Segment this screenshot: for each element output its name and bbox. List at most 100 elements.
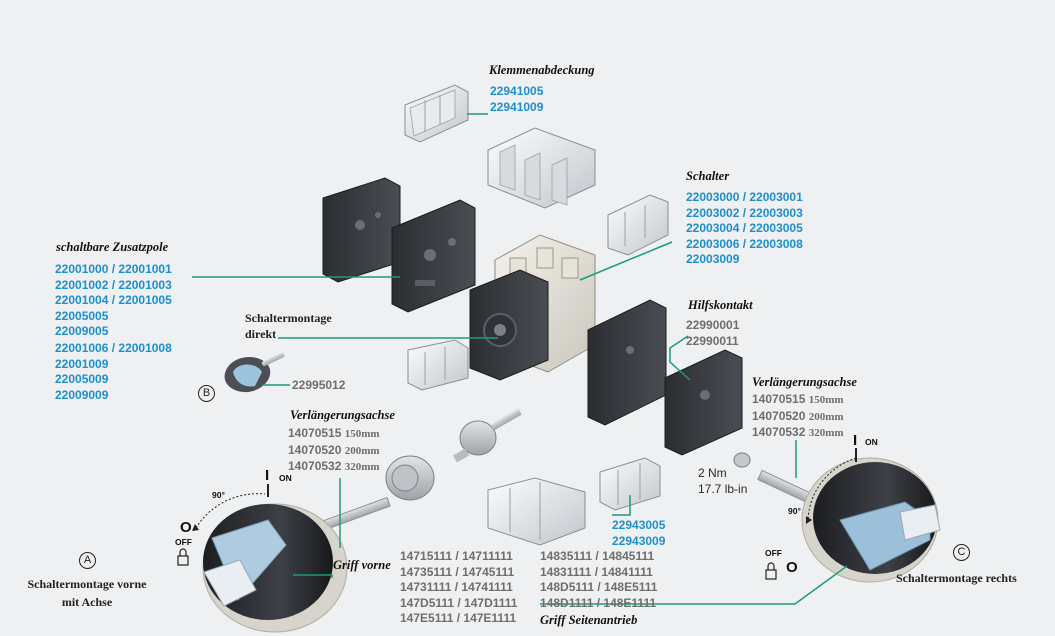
code-item: 22943009 bbox=[612, 533, 666, 548]
label-auxiliary-contact: Hilfskontakt bbox=[688, 298, 753, 312]
on-label-side: ON bbox=[865, 437, 878, 447]
switch-codes: 22003000 / 22003001 22003002 / 22003003 … bbox=[686, 190, 803, 268]
leader-line-side-handle bbox=[540, 565, 848, 605]
code-item: 147D5111 / 147D1111 bbox=[400, 595, 518, 610]
code-item: 14070515 150mm bbox=[752, 392, 844, 406]
label-front-handle: Griff vorne bbox=[333, 558, 391, 572]
off-label-side: OFF bbox=[765, 548, 782, 558]
on-symbol-side: I bbox=[853, 432, 858, 449]
code-item: 148D1111 / 148E1111 bbox=[540, 595, 657, 610]
angle-side: 90° bbox=[788, 506, 801, 516]
code-item: 22009005 bbox=[55, 324, 109, 338]
code-item: 14070520 200mm bbox=[288, 442, 380, 457]
code-item: 22001006 / 22001008 bbox=[55, 341, 172, 355]
auxiliary-poles-codes: 22001000 / 22001001 22001002 / 22001003 … bbox=[55, 262, 172, 340]
code-item: 22943005 bbox=[612, 518, 666, 532]
terminal-cover-codes: 22941005 22941009 bbox=[490, 84, 543, 115]
rotation-indicator-side bbox=[806, 448, 857, 524]
switchable-auxiliary-pole-front bbox=[391, 199, 476, 313]
code-item: 14735111 / 14745111 bbox=[400, 564, 515, 579]
code-item: 14835111 / 14845111 bbox=[540, 549, 655, 563]
direct-mount-line-2: direkt bbox=[245, 326, 277, 341]
auxiliary-contact-module-2 bbox=[664, 349, 743, 456]
label-extension-shaft-left: Verlängerungsachse bbox=[290, 408, 395, 422]
terminal-cover-top-part bbox=[404, 84, 469, 143]
code-item: 22005005 bbox=[55, 308, 109, 323]
label-switch: Schalter bbox=[686, 169, 730, 183]
off-symbol-front: O bbox=[180, 519, 192, 536]
code-item: 22941005 bbox=[490, 84, 544, 98]
label-side-handle: Griff Seitenantrieb bbox=[540, 613, 638, 627]
extension-right-items: 14070515 150mm 14070520 200mm 14070532 3… bbox=[752, 392, 844, 442]
switchable-auxiliary-pole-rear bbox=[322, 177, 401, 283]
side-rotary-handle bbox=[801, 457, 941, 583]
label-side-mount: Schaltermontage rechts bbox=[896, 571, 1017, 585]
side-handle-codes: 14835111 / 14845111 14831111 / 14841111 … bbox=[540, 549, 657, 611]
code-item: 14715111 / 14711111 bbox=[400, 549, 513, 563]
front-mount-line-2: mit Achse bbox=[61, 595, 113, 609]
code-item: 22003009 bbox=[686, 252, 740, 266]
code-item: 22003002 / 22003003 bbox=[686, 205, 803, 220]
marker-c: C bbox=[953, 544, 970, 561]
torque-spec: 2 Nm 17.7 lb-in bbox=[698, 466, 747, 497]
code-item: 22001002 / 22001003 bbox=[55, 277, 172, 292]
direct-mount-code: 22995012 bbox=[292, 378, 346, 392]
shaft-coupling bbox=[453, 408, 522, 463]
on-label-front: ON bbox=[279, 473, 292, 483]
code-item: 14070532 320mm bbox=[288, 459, 380, 473]
angle-front: 90° bbox=[212, 490, 225, 500]
torque-lb-in: 17.7 lb-in bbox=[698, 481, 748, 496]
code-item: 22001004 / 22001005 bbox=[55, 293, 172, 307]
code-item: 22941009 bbox=[490, 99, 544, 114]
code-item: 14070515 150mm bbox=[288, 426, 380, 440]
code-item: 147E5111 / 147E1111 bbox=[400, 611, 517, 625]
terminal-cover-bottom-left bbox=[407, 339, 469, 391]
torque-nm: 2 Nm bbox=[698, 466, 727, 480]
direct-mount-line-1: Schaltermontage bbox=[245, 311, 332, 325]
code-item: 22990001 bbox=[686, 318, 740, 332]
off-label-front: OFF bbox=[175, 537, 192, 547]
label-front-mount: Schaltermontage vorne mit Achse bbox=[22, 575, 152, 611]
code-item: 22003000 / 22003001 bbox=[686, 190, 803, 204]
terminal-cover-bottom-center bbox=[487, 477, 586, 546]
code-item: 22001000 / 22001001 bbox=[55, 262, 172, 276]
code-item: 14731111 / 14741111 bbox=[400, 580, 513, 594]
front-mount-line-1: Schaltermontage vorne bbox=[27, 577, 147, 591]
terminal-cover-bottom-codes: 22943005 22943009 bbox=[612, 518, 665, 549]
leader-line-switch bbox=[579, 241, 673, 281]
code-item: 14831111 / 14841111 bbox=[540, 564, 653, 579]
leader-line-terminal-cover-bottom bbox=[612, 495, 631, 516]
leader-line-auxiliary-contact bbox=[669, 335, 691, 381]
code-item: 22005009 bbox=[55, 372, 109, 386]
front-handle-codes: 14715111 / 14711111 14735111 / 14745111 … bbox=[400, 549, 517, 627]
code-item: 22003006 / 22003008 bbox=[686, 236, 803, 251]
auxiliary-contact-module-1 bbox=[587, 299, 667, 426]
padlock-icon-front bbox=[177, 548, 189, 566]
code-item: 22001009 bbox=[55, 356, 109, 371]
label-terminal-cover: Klemmenabdeckung bbox=[489, 63, 595, 77]
label-direct-mount: Schaltermontage direkt bbox=[245, 311, 332, 342]
marker-a: A bbox=[79, 552, 96, 569]
fixing-screw bbox=[733, 452, 751, 468]
label-auxiliary-poles: schaltbare Zusatzpole bbox=[56, 240, 169, 254]
padlock-icon-side bbox=[765, 562, 777, 580]
code-item: 14070532 320mm bbox=[752, 425, 844, 439]
marker-b: B bbox=[198, 385, 215, 402]
auxiliary-contact-codes: 22990001 22990011 bbox=[686, 318, 739, 349]
terminal-cover-right bbox=[607, 194, 669, 256]
switch-disconnector-body bbox=[469, 234, 596, 381]
code-item: 14070520 200mm bbox=[752, 408, 844, 423]
on-symbol-front: I bbox=[265, 467, 270, 484]
leader-line-front-handle bbox=[293, 574, 333, 578]
code-item: 148D5111 / 148E5111 bbox=[540, 580, 658, 594]
label-extension-shaft-right: Verlängerungsachse bbox=[752, 375, 857, 389]
leader-lines bbox=[192, 113, 848, 605]
extension-left-items: 14070515 150mm 14070520 200mm 14070532 3… bbox=[288, 426, 380, 476]
terminal-cover-bottom-right bbox=[599, 457, 661, 511]
rotation-indicator-front bbox=[192, 484, 269, 531]
terminal-cover-large bbox=[487, 127, 596, 209]
front-rotary-handle bbox=[202, 503, 348, 633]
off-symbol-side: O bbox=[786, 559, 798, 576]
